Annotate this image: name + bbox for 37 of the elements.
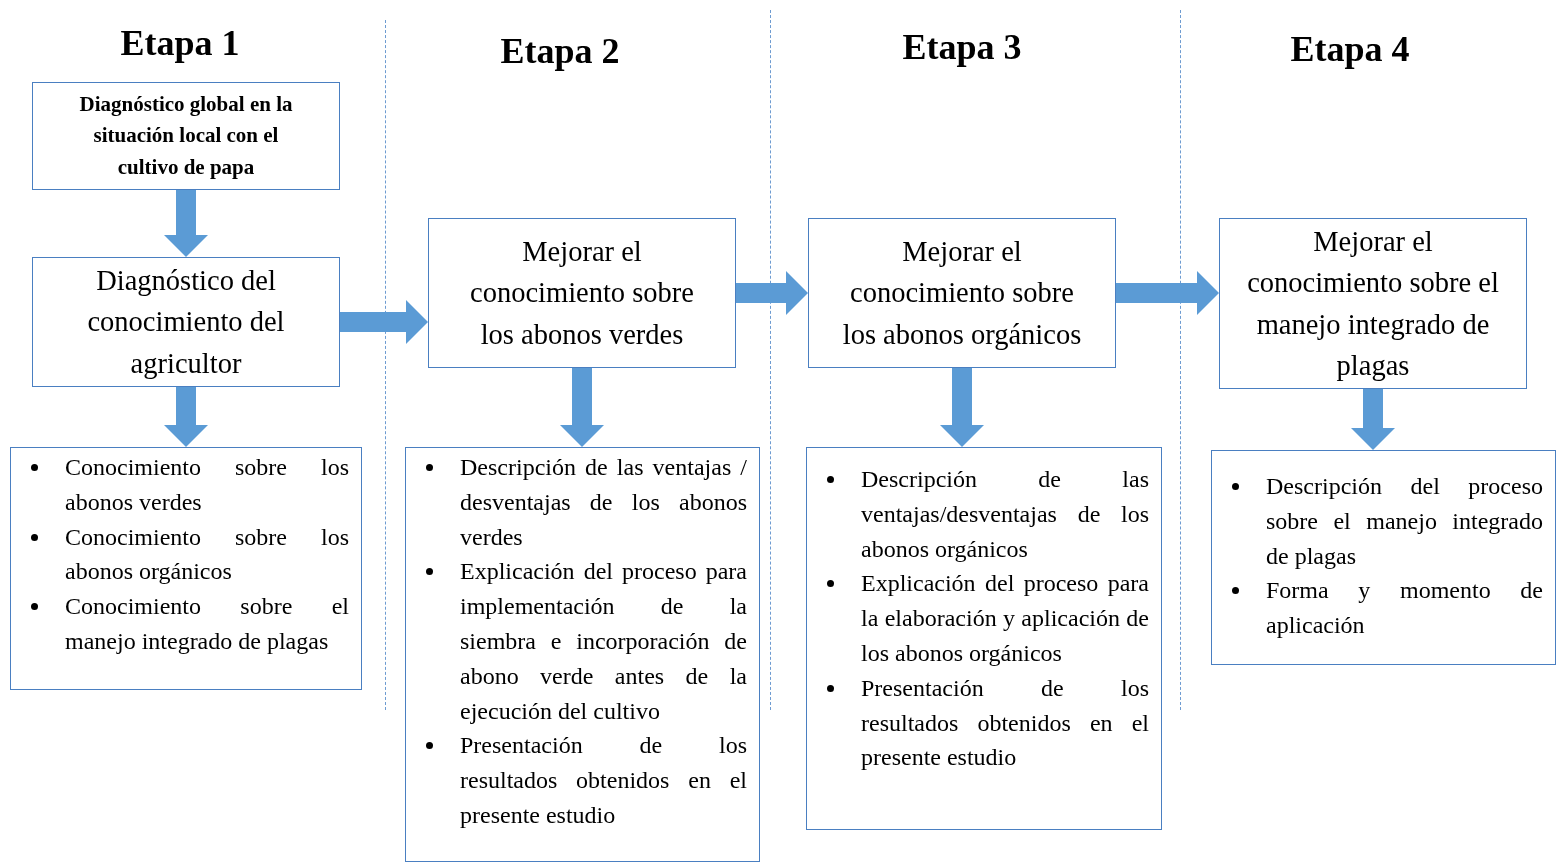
- bullet-list-box: [405, 447, 760, 862]
- bullet-text: Conocimiento sobre los abonos orgánicos: [65, 522, 349, 587]
- bullet-text: Conocimiento sobre los abonos verdes: [65, 453, 349, 517]
- bullet-text: Descripción de las ventajas / desventajas de los abonos verdes: [460, 453, 747, 552]
- block-arrow: [736, 271, 808, 315]
- stage-heading: Etapa 3: [902, 26, 1022, 68]
- bullet-text: Explicación del proceso para la elaboración y aplicación de los abonos orgánicos: [861, 569, 1149, 668]
- stage-heading: Etapa 4: [1290, 28, 1410, 70]
- bullet-list-box: [1211, 450, 1556, 665]
- box-title: Mejorar el conocimiento sobre los abonos orgánicos: [841, 235, 1083, 352]
- block-arrow: [164, 190, 208, 257]
- box-title: Mejorar el conocimiento sobre los abonos verdes: [469, 235, 695, 352]
- block-arrow: [340, 300, 428, 344]
- process-box: [428, 218, 736, 368]
- process-box: [808, 218, 1116, 368]
- bullet-text: Explicación del proceso para implementación de la siembra e incorporación de abono verde antes de la ejecución del cultivo: [460, 557, 747, 726]
- process-box: [1219, 218, 1527, 390]
- box-title: Mejorar el conocimiento sobre el manejo integrado de plagas: [1246, 225, 1500, 383]
- bullet-text: Conocimiento sobre el manejo integrado de plagas: [65, 592, 349, 656]
- block-arrow: [1116, 271, 1219, 315]
- bullet-list-box: [806, 447, 1162, 830]
- block-arrow: [940, 368, 984, 447]
- bullet-list-box: [10, 447, 362, 690]
- block-arrow: [560, 368, 604, 447]
- bullet-text: Descripción de las ventajas/desventajas de los abonos orgánicos: [861, 465, 1149, 564]
- process-box: [32, 257, 340, 387]
- bullet-text: Forma y momento de aplicación: [1266, 576, 1543, 641]
- block-arrow: [1351, 389, 1395, 450]
- box-title: Diagnóstico global en la situación local con el cultivo de papa: [78, 90, 294, 181]
- bullet-text: Presentación de los resultados obtenidos en el presente estudio: [460, 731, 747, 830]
- bullet-text: Presentación de los resultados obtenidos en el presente estudio: [861, 673, 1149, 773]
- block-arrow: [164, 387, 208, 447]
- process-box: [32, 82, 340, 190]
- bullet-text: Descripción del proceso sobre el manejo integrado de plagas: [1266, 472, 1543, 571]
- box-title: Diagnóstico del conocimiento del agricultor: [86, 264, 286, 381]
- stage-heading: Etapa 2: [500, 30, 620, 72]
- stage-heading: Etapa 1: [120, 22, 240, 64]
